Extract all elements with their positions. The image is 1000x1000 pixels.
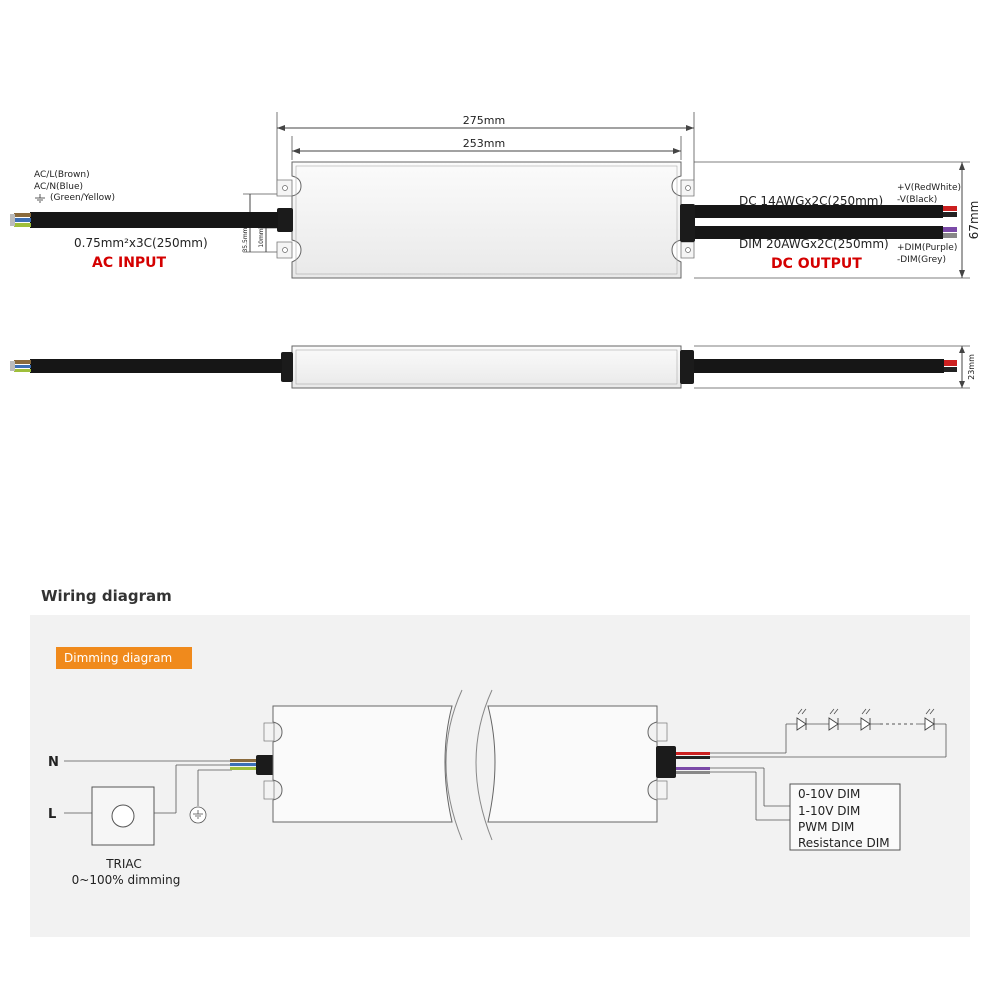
dim-option: 0-10V DIM: [798, 787, 860, 801]
ac-cable-top: [10, 212, 278, 228]
dc-positive-label: +V(RedWhite): [897, 183, 961, 193]
dimension-height: 67mm: [959, 162, 981, 278]
driver-body-wiring: [263, 689, 668, 841]
dim-option: PWM DIM: [798, 820, 854, 834]
wiring-diagram-title: Wiring diagram: [41, 587, 172, 605]
body-length-label: 253mm: [463, 137, 505, 150]
led-icon: [924, 708, 935, 731]
led-icon: [860, 708, 871, 731]
ac-cable-label: 0.75mm²x3C(250mm): [74, 236, 208, 250]
badge-label: Dimming diagram: [64, 651, 172, 665]
overall-length-label: 275mm: [463, 114, 505, 127]
dc-negative-label: -V(Black): [897, 195, 937, 205]
earth-icon: [35, 194, 45, 203]
top-view: 275mm 253mm 67mm 35.5mm 10mm: [10, 112, 981, 279]
ac-neutral-label: AC/N(Blue): [34, 182, 83, 192]
dim-positive-label: +DIM(Purple): [897, 243, 957, 253]
mount-small-label: 10mm: [258, 228, 265, 247]
input-wires: [230, 755, 276, 775]
dim-control-box: 0-10V DIM 1-10V DIM PWM DIM Resistance D…: [789, 783, 901, 851]
dc-cables-top: [695, 205, 957, 239]
thickness-label: 23mm: [967, 354, 976, 380]
dimension-thickness: 23mm: [959, 346, 976, 388]
dim-cable-label: DIM 20AWGx2C(250mm): [739, 237, 889, 251]
led-string: [796, 708, 935, 731]
dimension-body-length: 253mm: [292, 137, 681, 154]
line-label: L: [48, 807, 56, 822]
triac-label: TRIAC: [105, 857, 142, 871]
dc-output-label: DC OUTPUT: [771, 256, 862, 272]
led-icon: [796, 708, 807, 731]
side-view: 23mm: [10, 345, 976, 389]
ac-earth-label: (Green/Yellow): [50, 193, 115, 203]
dim-negative-label: -DIM(Grey): [897, 255, 946, 265]
dim-option: Resistance DIM: [798, 836, 890, 850]
ground-icon: [189, 769, 232, 824]
mount-large-label: 35.5mm: [242, 227, 249, 252]
dc-cable-label: DC 14AWGx2C(250mm): [739, 194, 883, 208]
triac-dimmer: [91, 786, 155, 846]
dimension-overall-length: 275mm: [277, 114, 694, 131]
ac-line-label: AC/L(Brown): [34, 170, 90, 180]
dim-option: 1-10V DIM: [798, 804, 860, 818]
ac-input-label: AC INPUT: [92, 255, 167, 271]
triac-sub-label: 0~100% dimming: [72, 873, 181, 887]
neutral-label: N: [48, 755, 59, 770]
dimming-diagram-badge: Dimming diagram: [56, 647, 192, 669]
output-wires: [656, 746, 710, 778]
height-label: 67mm: [967, 201, 981, 240]
led-icon: [828, 708, 839, 731]
driver-body-top: [276, 161, 695, 279]
